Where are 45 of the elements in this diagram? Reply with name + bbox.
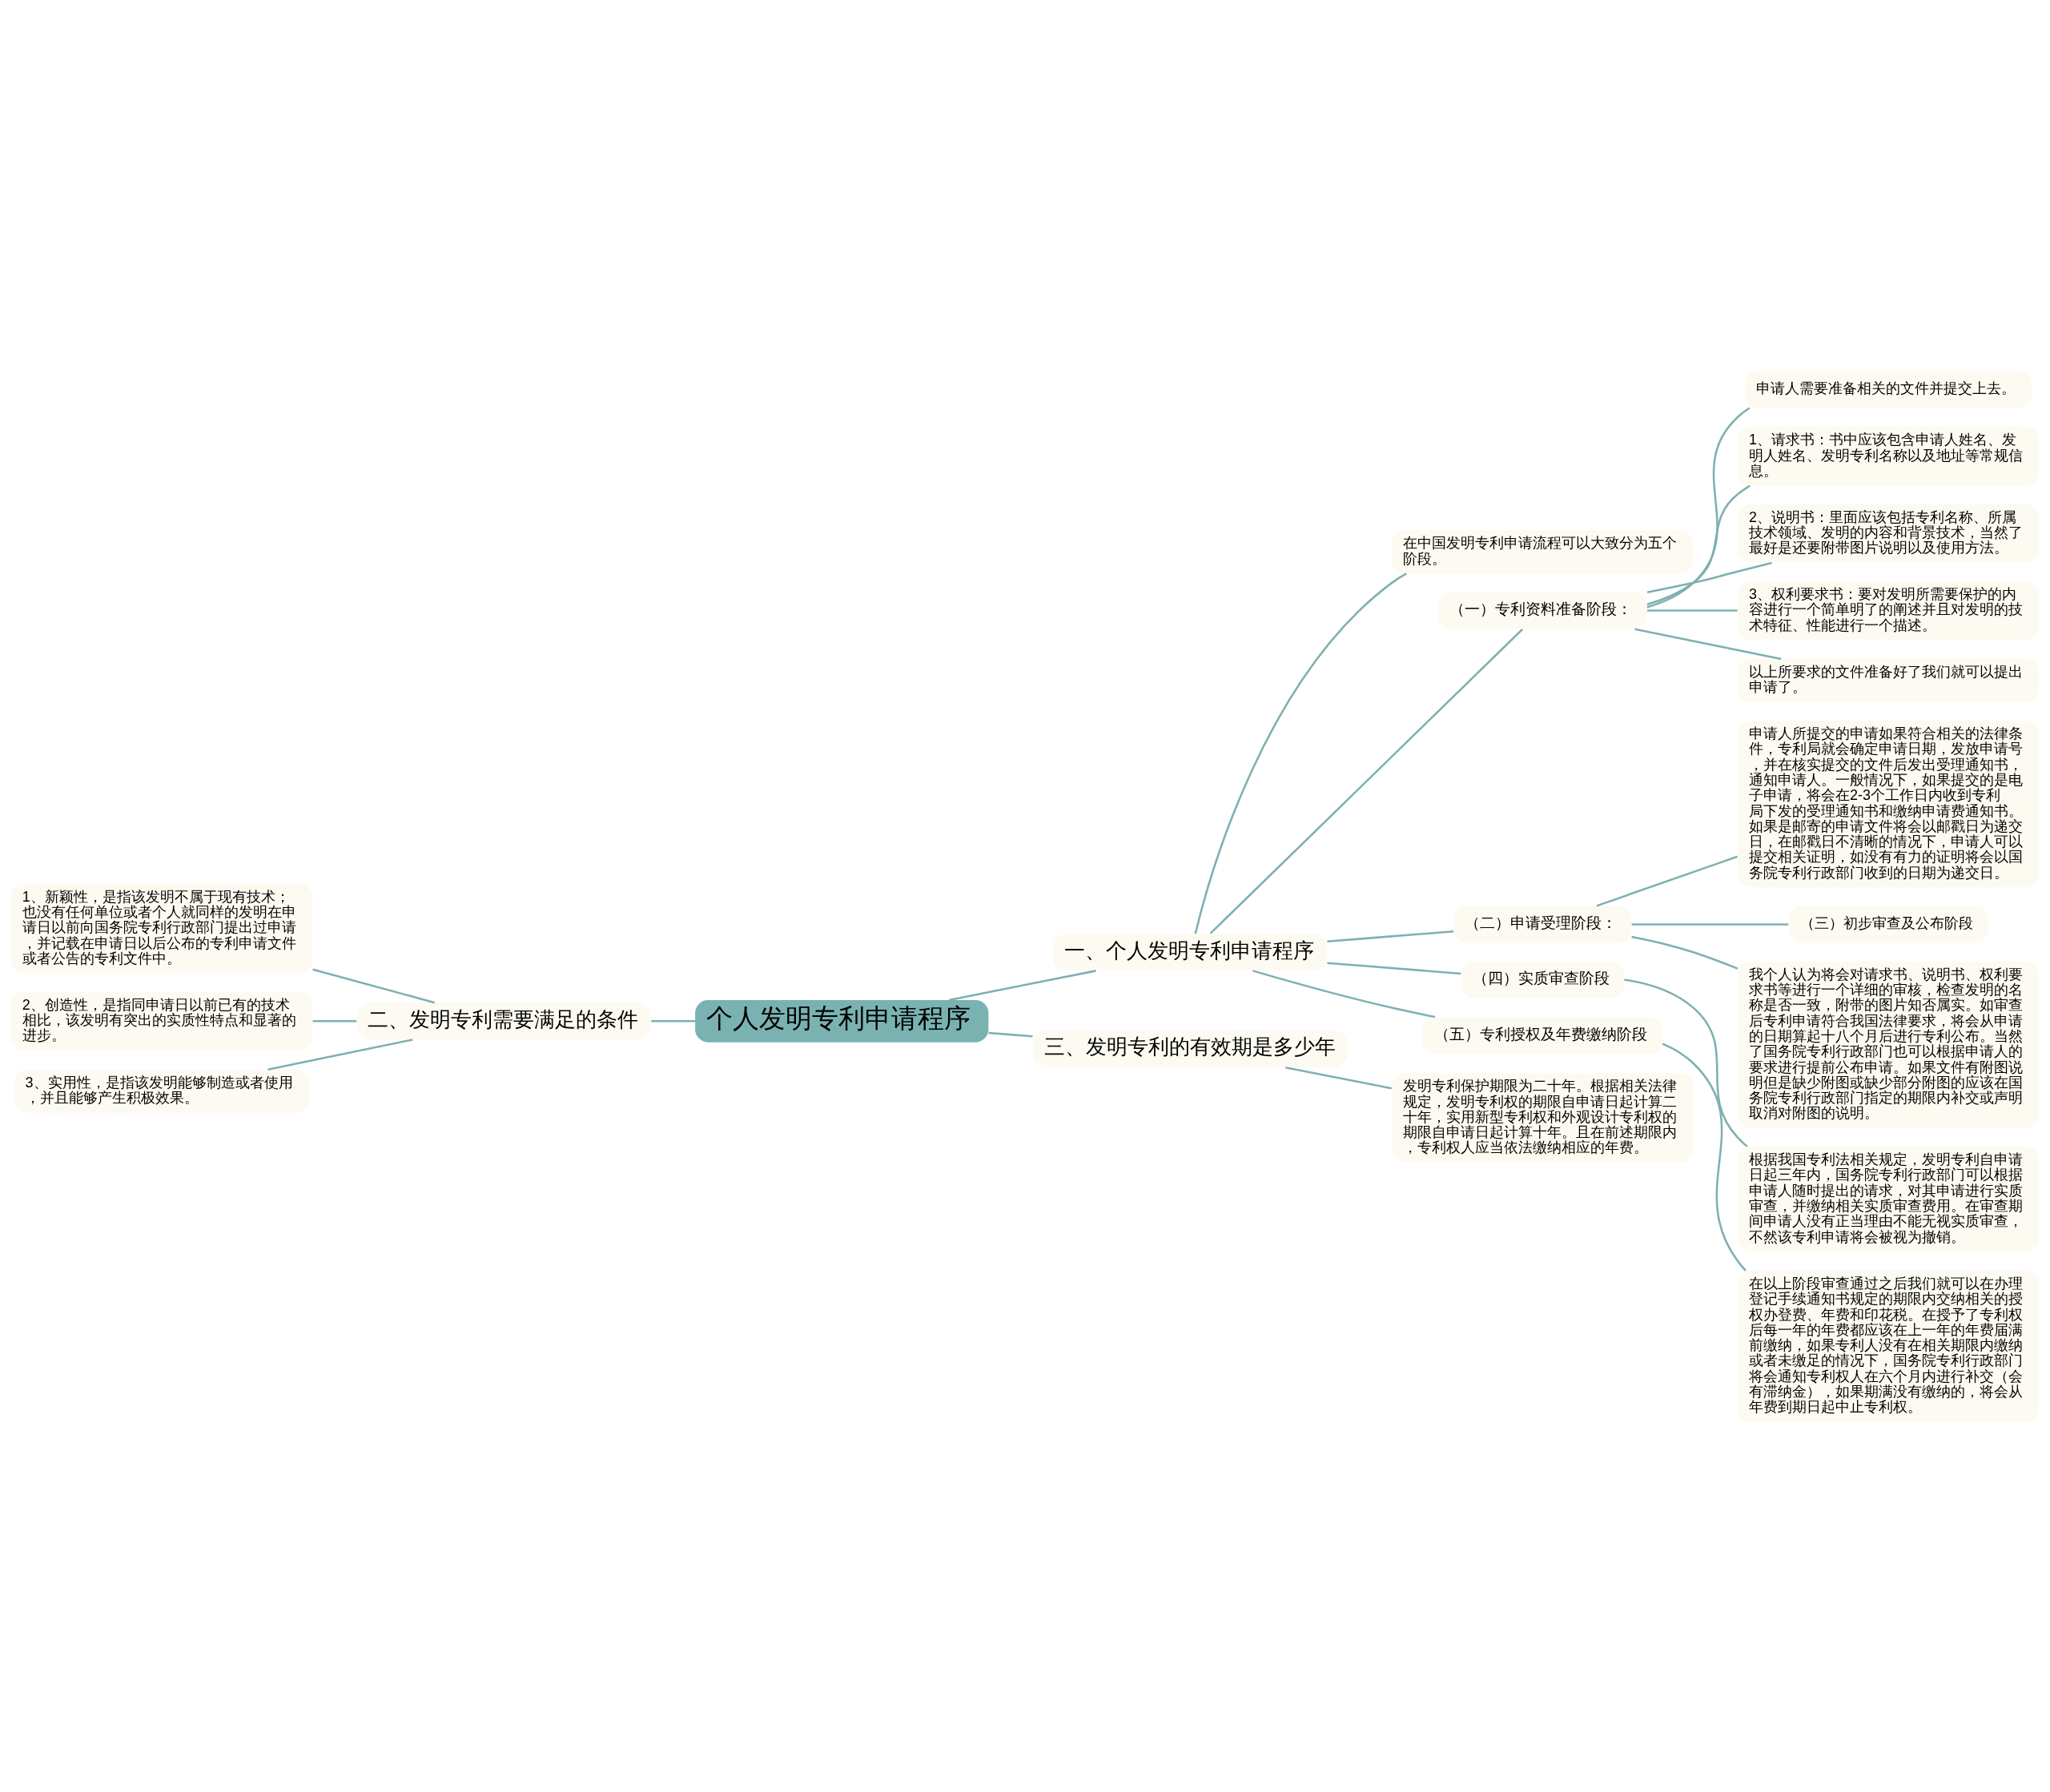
connector: [1327, 961, 1461, 974]
node-box: （三）初步审查及公布阶段: [1788, 905, 1988, 943]
connector: [1252, 969, 1436, 1018]
node-box: 2、说明书：里面应该包括专利名称、所属技术领域、发明的内容和背景技术，当然了最好是还要附带图片说明以及使用方法。: [1737, 504, 2040, 563]
node-box: 我个人认为将会对请求书、说明书、权利要求书等进行一个详细的审核，检查发明的名称是否一致，附带的图片知否属实。如审查后专利申请符合我国法律要求，将会从申请的日期算起十八个月后进行专利公布。当然了国务院专利行政部门也可以根据申请人的要求进行提前公布申请。如果文件有附图说明但是缺少附图或缺少部分附图的应该在国务院专利行政部门指定的期限内补交或声明取消对附图的说明。: [1737, 961, 2040, 1128]
node-box: 在中国发明专利申请流程可以大致分为五个阶段。: [1392, 529, 1694, 573]
node-box: 发明专利保护期限为二十年。根据相关法律规定，发明专利权的期限自申请日起计算二十年，实用新型专利权和外观设计专利权的期限自申请日起计算十年。且在前述期限内，专利权人应当依法缴纳相应的年费。: [1392, 1072, 1694, 1163]
connector: [1631, 935, 1738, 970]
connector: [312, 1019, 357, 1023]
connector: [267, 1038, 413, 1071]
node-box: 在以上阶段审查通过之后我们就可以在办理登记手续通知书规定的期限内交纳相关的授权办登费、年费和印花税。在授予了专利权后每一年的年费都应该在上一年的年费届满前缴纳，如果专利人没有在相关期限内缴纳或者未缴足的情况下，国务院专利行政部门将会通知专利权人在六个月内进行补交（会有滞纳金），如果期满没有缴纳的，将会从年费到期日起中止专利权。: [1737, 1270, 2040, 1422]
connector: [1631, 922, 1789, 926]
connector: [1596, 855, 1738, 907]
node-box: 一、个人发明专利申请程序: [1053, 933, 1328, 970]
node-box: 1、请求书：书中应该包含申请人姓名、发明人姓名、发明专利名称以及地址等常规信息。: [1737, 426, 2040, 485]
connector: [1624, 978, 1748, 1147]
node-box: （一）专利资料准备阶段：: [1437, 591, 1647, 629]
node-box: 3、权利要求书：要对发明所需要保护的内容进行一个简单明了的阐述并且对发明的技术特征、性能进行一个描述。: [1737, 581, 2040, 640]
connector: [1646, 484, 1751, 605]
node-box: 三、发明专利的有效期是多少年: [1032, 1030, 1348, 1067]
node-box: （五）专利授权及年费缴纳阶段: [1422, 1016, 1663, 1054]
node-box: （四）实质审查阶段: [1461, 961, 1624, 998]
node-box: 个人发明专利申请程序: [695, 999, 989, 1043]
connector: [1209, 628, 1523, 934]
node-box: 根据我国专利法相关规定，发明专利自申请日起三年内，国务院专利行政部门可以根据申请人随时提出的请求，对其申请进行实质审查，并缴纳相关实质审查费用。在审查期间申请人没有正当理由不能无视实质审查，不然该专利申请将会被视为撤销。: [1737, 1146, 2040, 1252]
connector: [1646, 406, 1751, 608]
node-box: 3、实用性，是指该发明能够制造或者使用，并且能够产生积极效果。: [14, 1069, 310, 1113]
node-box: 申请人需要准备相关的文件并提交上去。: [1744, 370, 2032, 408]
connector: [651, 1019, 696, 1023]
node-box: （二）申请受理阶段：: [1453, 905, 1632, 943]
connector: [1327, 930, 1454, 942]
connector: [1662, 1042, 1747, 1272]
connector: [1634, 628, 1782, 660]
connector: [312, 968, 436, 1003]
node-box: 以上所要求的文件准备好了我们就可以提出申请了。: [1737, 658, 2040, 702]
node-box: 申请人所提交的申请如果符合相关的法律条件，专利局就会确定申请日期，发放申请号，并在核实提交的文件后发出受理通知书，通知申请人。一般情况下，如果提交的是电子申请，将会在2-3个工作日内收到专利局下发的受理通知书和缴纳申请费通知书。如果是邮寄的申请文件将会以邮戳日为递交日，在邮戳日不清晰的情况下，申请人可以提交相关证明，如没有有力的证明将会以国务院专利行政部门收到的日期为递交日。: [1737, 720, 2040, 887]
node-box: 二、发明专利需要满足的条件: [356, 1002, 651, 1039]
node-box: 2、创造性，是指同申请日以前已有的技术相比，该发明有突出的实质性特点和显著的进步。: [10, 991, 313, 1051]
connector: [988, 1031, 1033, 1038]
node-box: 1、新颖性，是指该发明不属于现有技术；也没有任何单位或者个人就同样的发明在申请日以前向国务院专利行政部门提出过申请，并记载在申请日以后公布的专利申请文件或者公告的专利文件中。: [10, 883, 313, 974]
connector: [1285, 1066, 1393, 1090]
connector: [948, 969, 1096, 1001]
connector: [1647, 609, 1738, 612]
connector: [1646, 561, 1772, 593]
connector: [1194, 572, 1407, 934]
